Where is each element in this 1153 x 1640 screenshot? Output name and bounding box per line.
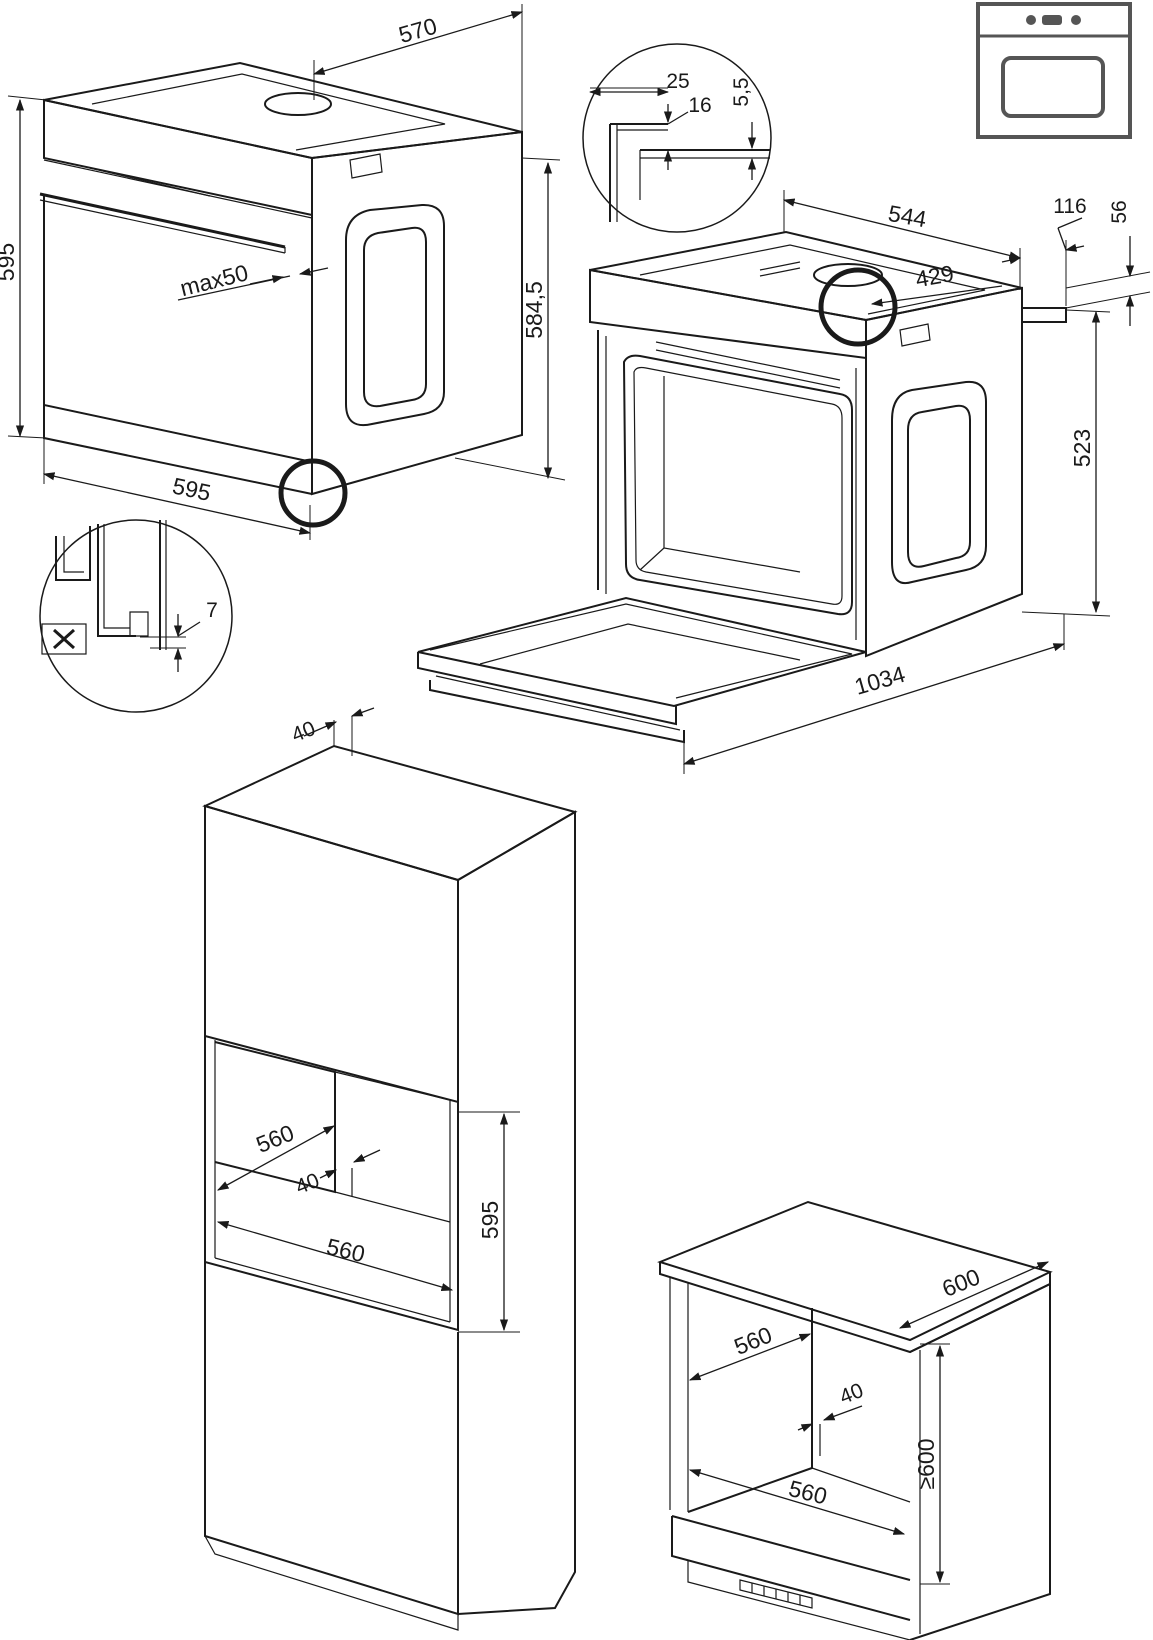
- dim-uc-rear-vent: 40: [836, 1379, 866, 1409]
- dim-total-depth-open: 1034: [852, 661, 909, 700]
- detail-circle-rear: 25 16 5,5: [582, 43, 772, 233]
- dims-oven-open: 544 116 56 429 523 1034: [682, 190, 1151, 774]
- dim-oven-height: 595: [0, 243, 19, 281]
- dim-countertop-depth: 600: [938, 1263, 983, 1301]
- dim-uc-niche-width: 560: [786, 1475, 830, 1510]
- dim-rear-depth: 116: [1053, 195, 1086, 218]
- dim-rear-height: 56: [1108, 200, 1131, 223]
- dim-top-vent: 40: [288, 717, 318, 747]
- dim-detail-c: 5,5: [730, 77, 753, 106]
- dim-tall-niche-depth: 560: [252, 1119, 297, 1157]
- oven-closed-view: [39, 61, 523, 528]
- tall-cabinet-view: [202, 720, 578, 1631]
- dim-detail-b: 16: [688, 94, 711, 117]
- dim-body-depth: 544: [886, 200, 929, 232]
- dim-oven-body-height: 584,5: [521, 281, 547, 339]
- dim-tall-rear-vent: 40: [292, 1169, 322, 1199]
- detail-circle-door-gap: 7: [39, 519, 233, 713]
- dim-detail-gap: 7: [206, 599, 218, 622]
- dim-uc-niche-height: ≥600: [913, 1439, 939, 1490]
- dim-tall-niche-height: 595: [477, 1201, 503, 1239]
- under-counter-view: [657, 1200, 1053, 1640]
- dim-detail-a: 25: [666, 70, 689, 93]
- built-in-oven-icon: [976, 2, 1132, 139]
- dim-inner-height: 523: [1069, 429, 1095, 467]
- dim-oven-width: 595: [170, 472, 213, 505]
- dim-tall-niche-width: 560: [324, 1233, 367, 1267]
- dims-tall-cabinet: 40 560 40 560 595: [216, 707, 520, 1333]
- dims-oven-closed: 570 595 584,5 595 max50: [0, 4, 566, 540]
- dim-door-gap: max50: [177, 259, 250, 301]
- dim-oven-depth: 570: [396, 13, 440, 49]
- dim-body-inner-width: 429: [913, 260, 955, 292]
- dim-uc-niche-depth: 560: [730, 1321, 775, 1359]
- oven-open-view: [417, 230, 1067, 744]
